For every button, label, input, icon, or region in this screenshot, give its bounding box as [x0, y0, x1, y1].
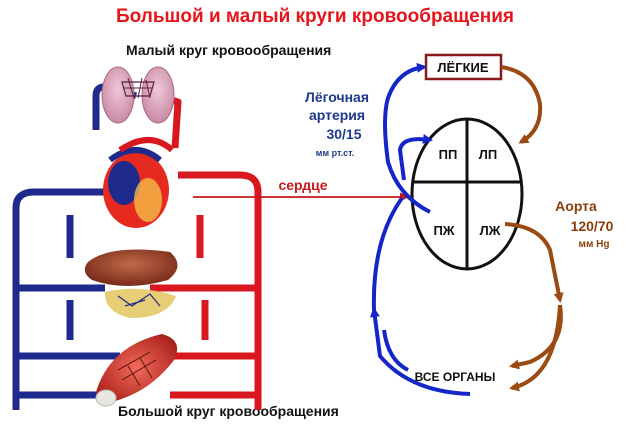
chamber-rv: ПЖ — [433, 223, 454, 238]
chamber-ra: ПП — [439, 147, 458, 162]
scheme: ЛЁГКИЕ ПП ЛП ПЖ ЛЖ сердце ВСЕ ОРГАНЫ Лёг… — [278, 53, 614, 396]
aorta-arrow-down — [504, 222, 564, 303]
systemic-circle-label: Большой круг кровообращения — [118, 403, 339, 419]
lungs-illustration — [101, 66, 175, 124]
muscle-illustration — [95, 334, 178, 407]
pulmonary-artery-line2: артерия — [309, 107, 365, 123]
arterial-vessels — [149, 90, 262, 410]
venous-return-arrow-upper — [397, 134, 433, 181]
aorta-to-organs — [509, 304, 563, 370]
chamber-la: ЛП — [479, 147, 497, 162]
pulmonary-vein-arrow — [500, 65, 543, 144]
pulmonary-artery-line1: Лёгочная — [305, 89, 369, 105]
aorta-to-organs-lower — [509, 304, 562, 392]
pulmonary-circle-label: Малый круг кровообращения — [126, 42, 332, 58]
aorta-pressure: 120/70 — [571, 218, 614, 234]
pulmonary-artery-unit: мм рт.ст. — [316, 148, 354, 158]
lungs-box — [424, 53, 503, 81]
vena-cava-to-heart — [371, 196, 404, 311]
aorta-name: Аорта — [555, 198, 597, 214]
anatomy-illustration — [12, 66, 262, 410]
aorta-unit: мм Hg — [579, 239, 610, 250]
liver-illustration — [84, 249, 178, 318]
vena-cava-arrow-lower — [369, 307, 471, 396]
heart-illustration — [103, 137, 175, 228]
vena-cava-arrow-upper — [382, 329, 409, 372]
heart-label: сердце — [278, 177, 327, 193]
organs-label: ВСЕ ОРГАНЫ — [415, 370, 496, 384]
lungs-label: ЛЁГКИЕ — [437, 60, 488, 75]
page-title: Большой и малый круги кровообращения — [116, 6, 514, 27]
pulmonary-artery-pressure: 30/15 — [326, 126, 361, 142]
chamber-lv: ЛЖ — [480, 223, 501, 238]
pulmonary-artery-arrow — [383, 62, 431, 214]
